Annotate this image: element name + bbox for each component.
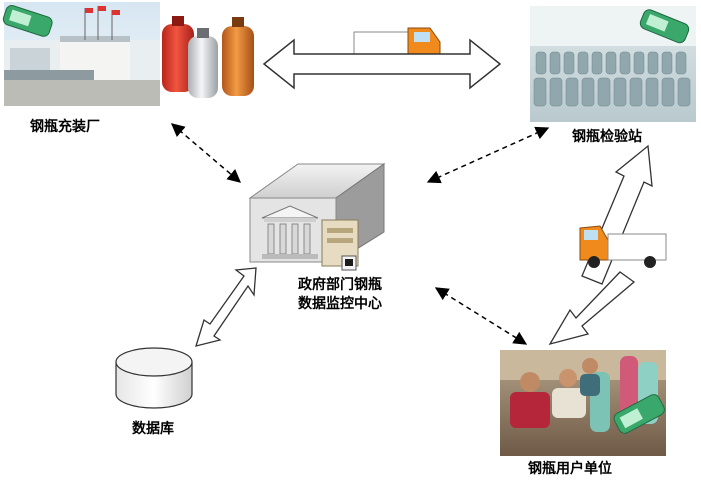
factory-photo bbox=[4, 2, 160, 106]
gas-cylinders-photo bbox=[162, 16, 254, 98]
truck-icon bbox=[579, 225, 667, 268]
database-cylinder-icon bbox=[115, 347, 193, 409]
database-label: 数据库 bbox=[132, 421, 174, 437]
data-link-factory-center bbox=[170, 123, 242, 183]
factory-label: 钢瓶充装厂 bbox=[30, 119, 100, 135]
transport-arrow-down bbox=[548, 271, 636, 346]
center-label-line1: 政府部门钢瓶 bbox=[298, 277, 382, 293]
inspection-label: 钢瓶检验站 bbox=[572, 129, 642, 145]
center-label-line2: 数据监控中心 bbox=[298, 296, 382, 312]
center-label: 政府部门钢瓶 数据监控中心 bbox=[278, 276, 402, 314]
data-link-inspection-center bbox=[426, 126, 550, 184]
scanner-icon bbox=[613, 394, 665, 434]
government-server-building bbox=[248, 163, 386, 271]
user-label: 钢瓶用户单位 bbox=[528, 461, 612, 477]
data-link-center-user bbox=[434, 287, 528, 345]
scanner-icon bbox=[639, 9, 690, 44]
transport-arrow bbox=[262, 38, 502, 90]
scanner-icon bbox=[2, 5, 53, 37]
data-link-center-database bbox=[195, 267, 257, 347]
